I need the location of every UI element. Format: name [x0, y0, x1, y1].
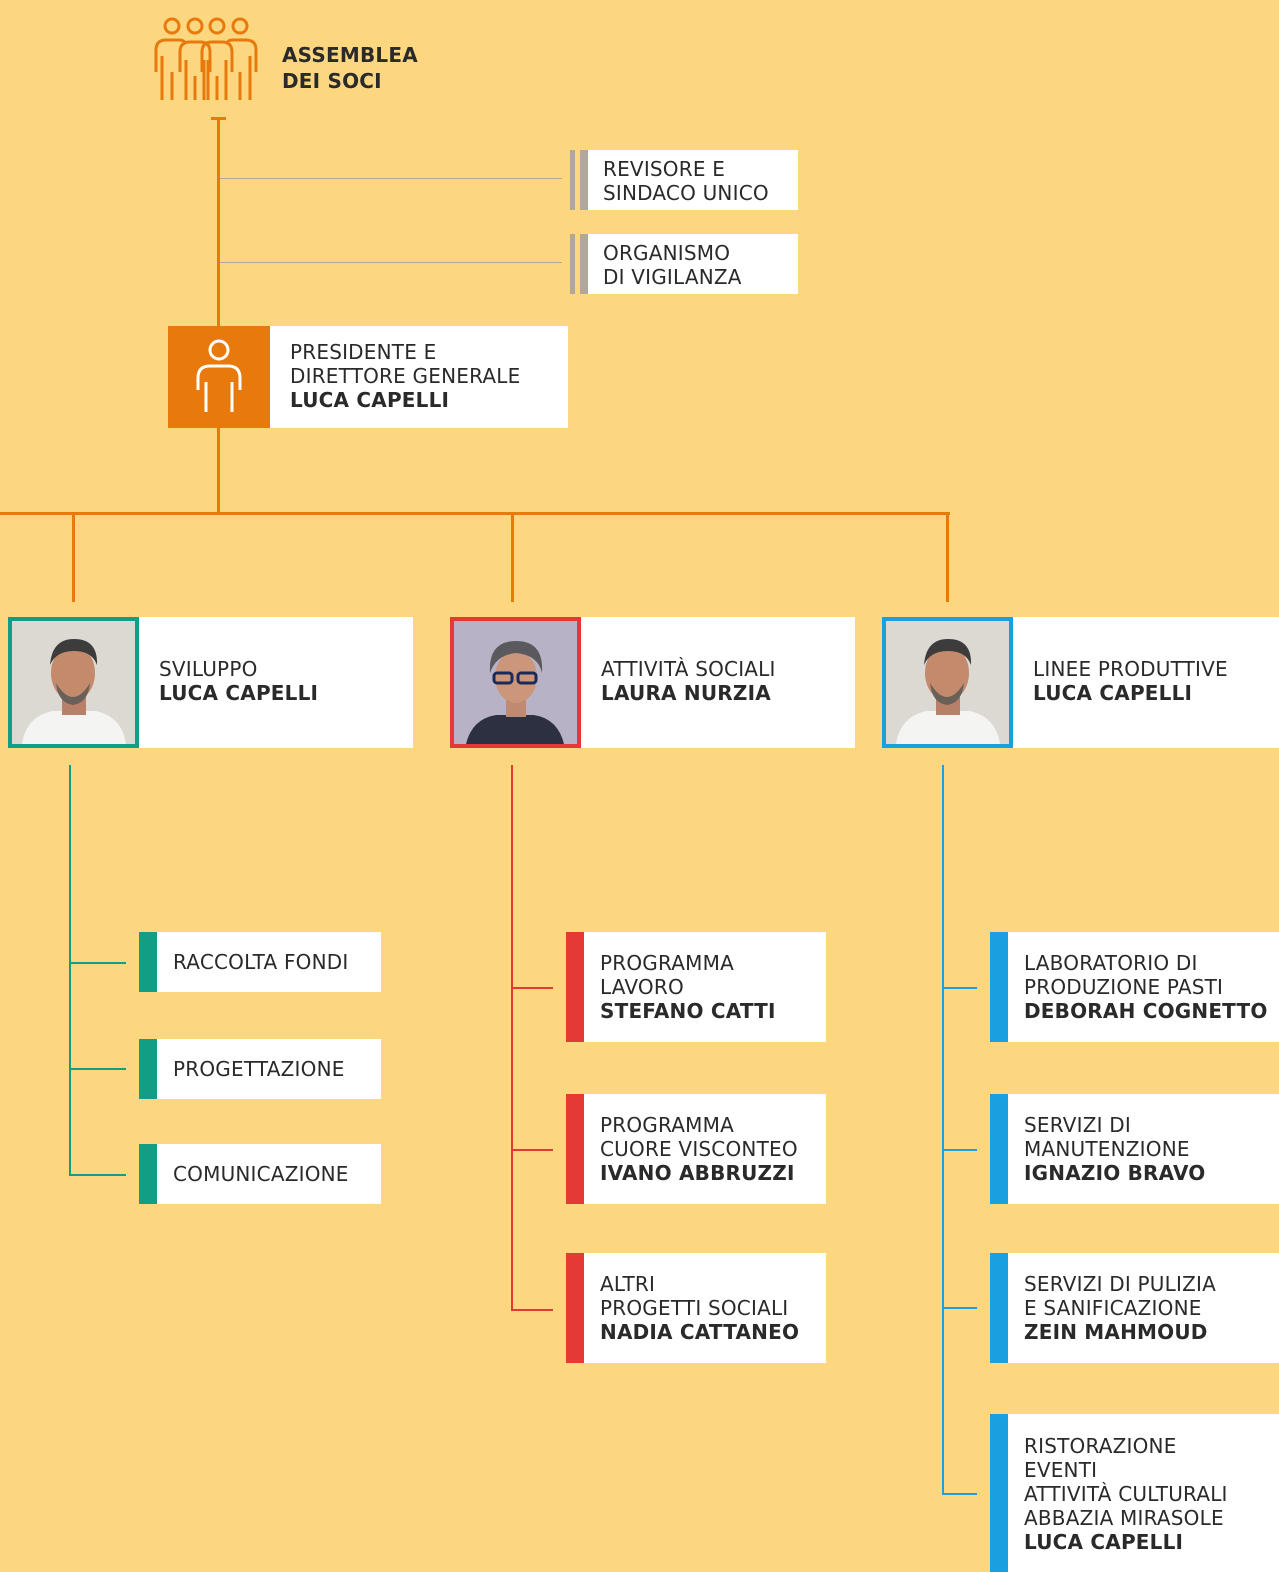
supervisory-line1: ORGANISMO	[603, 241, 731, 265]
assembly-node: ASSEMBLEA DEI SOCI	[150, 12, 450, 104]
unit-line1: RISTORAZIONE	[1024, 1434, 1177, 1458]
people-group-icon	[154, 17, 258, 100]
unit-line1: PROGRAMMA	[600, 951, 734, 975]
assembly-title-line1: ASSEMBLEA	[282, 43, 418, 67]
area-attivita-sociali: ATTIVITÀ SOCIALI LAURA NURZIA	[450, 617, 855, 748]
president-node: PRESIDENTE E DIRETTORE GENERALE LUCA CAP…	[168, 326, 568, 428]
auditor-line2: SINDACO UNICO	[603, 181, 769, 205]
president-name: LUCA CAPELLI	[290, 388, 450, 412]
unit-line2: MANUTENZIONE	[1024, 1137, 1190, 1161]
unit-programma-lavoro: PROGRAMMA LAVORO STEFANO CATTI	[566, 932, 826, 1042]
unit-line1: ALTRI	[600, 1272, 656, 1296]
person-icon	[196, 339, 242, 412]
auditor-line1: REVISORE E	[603, 157, 726, 181]
president-role-line1: PRESIDENTE E	[290, 340, 437, 364]
unit-manutenzione: SERVIZI DI MANUTENZIONE IGNAZIO BRAVO	[990, 1094, 1279, 1204]
unit-ristorazione: RISTORAZIONE EVENTI ATTIVITÀ CULTURALI A…	[990, 1414, 1279, 1572]
avatar	[8, 617, 139, 748]
area-produttive-title: LINEE PRODUTTIVE	[1033, 657, 1228, 681]
area-sociali-name: LAURA NURZIA	[601, 681, 771, 705]
unit-line1: LABORATORIO DI	[1024, 951, 1198, 975]
supervisory-line2: DI VIGILANZA	[603, 265, 742, 289]
unit-line4: ABBAZIA MIRASOLE	[1024, 1506, 1224, 1530]
unit-line2: EVENTI	[1024, 1458, 1098, 1482]
unit-manager: LUCA CAPELLI	[1024, 1530, 1184, 1554]
unit-line2: LAVORO	[600, 975, 684, 999]
unit-manager: NADIA CATTANEO	[600, 1320, 800, 1344]
unit-raccolta-fondi: RACCOLTA FONDI	[139, 932, 381, 992]
avatar	[450, 617, 581, 748]
area-linee-produttive: LINEE PRODUTTIVE LUCA CAPELLI	[882, 617, 1279, 748]
unit-cuore-visconteo: PROGRAMMA CUORE VISCONTEO IVANO ABBRUZZI	[566, 1094, 826, 1204]
unit-line2: CUORE VISCONTEO	[600, 1137, 798, 1161]
unit-line2: E SANIFICAZIONE	[1024, 1296, 1202, 1320]
unit-label: PROGETTAZIONE	[173, 1057, 345, 1081]
president-role-line2: DIRETTORE GENERALE	[290, 364, 521, 388]
area-sociali-title: ATTIVITÀ SOCIALI	[601, 657, 776, 681]
unit-line3: ATTIVITÀ CULTURALI	[1024, 1482, 1228, 1506]
unit-manager: IGNAZIO BRAVO	[1024, 1161, 1206, 1185]
unit-label: RACCOLTA FONDI	[173, 950, 349, 974]
control-body-supervisory: ORGANISMO DI VIGILANZA	[570, 234, 798, 294]
avatar	[882, 617, 1013, 748]
unit-manager: DEBORAH COGNETTO	[1024, 999, 1268, 1023]
area-sviluppo: SVILUPPO LUCA CAPELLI	[8, 617, 413, 748]
unit-manager: STEFANO CATTI	[600, 999, 776, 1023]
unit-line1: SERVIZI DI	[1024, 1113, 1131, 1137]
unit-label: COMUNICAZIONE	[173, 1162, 349, 1186]
unit-line1: PROGRAMMA	[600, 1113, 734, 1137]
unit-comunicazione: COMUNICAZIONE	[139, 1144, 381, 1204]
unit-pulizia: SERVIZI DI PULIZIA E SANIFICAZIONE ZEIN …	[990, 1253, 1279, 1363]
unit-altri-progetti: ALTRI PROGETTI SOCIALI NADIA CATTANEO	[566, 1253, 826, 1363]
unit-manager: ZEIN MAHMOUD	[1024, 1320, 1208, 1344]
area-sviluppo-name: LUCA CAPELLI	[159, 681, 319, 705]
unit-progettazione: PROGETTAZIONE	[139, 1039, 381, 1099]
unit-line2: PRODUZIONE PASTI	[1024, 975, 1224, 999]
unit-line2: PROGETTI SOCIALI	[600, 1296, 789, 1320]
unit-laboratorio-pasti: LABORATORIO DI PRODUZIONE PASTI DEBORAH …	[990, 932, 1279, 1042]
area-sviluppo-title: SVILUPPO	[159, 657, 258, 681]
unit-line1: SERVIZI DI PULIZIA	[1024, 1272, 1216, 1296]
unit-manager: IVANO ABBRUZZI	[600, 1161, 795, 1185]
assembly-title-line2: DEI SOCI	[282, 69, 382, 93]
control-body-auditor: REVISORE E SINDACO UNICO	[570, 150, 798, 210]
area-produttive-name: LUCA CAPELLI	[1033, 681, 1193, 705]
